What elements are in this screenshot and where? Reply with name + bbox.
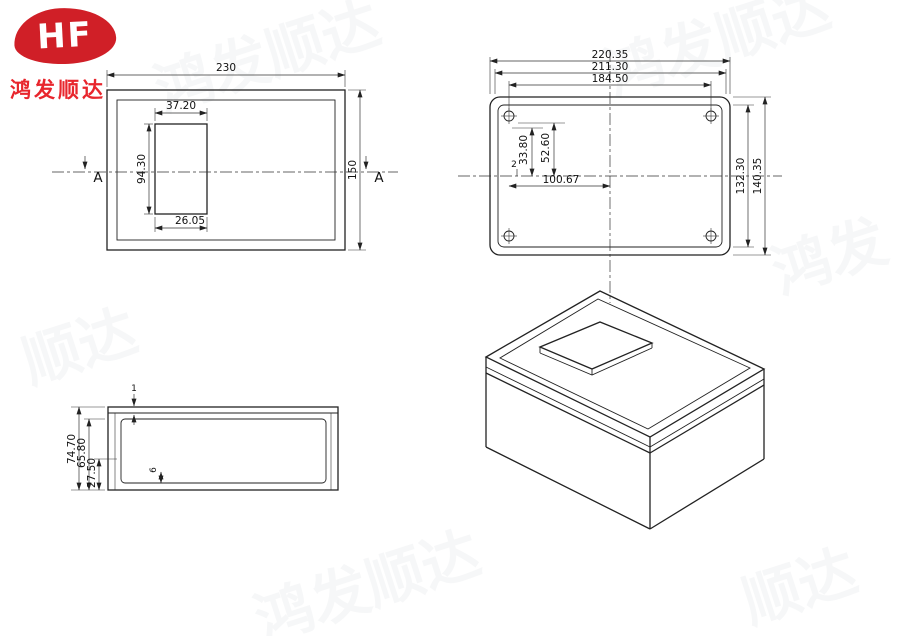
dim-side-step-height: 27.50 (86, 458, 98, 488)
dim-cutout-offset: 26.05 (175, 215, 205, 227)
section-label-right: A (374, 170, 384, 186)
front-view: 230 150 37.20 94.30 26.05 A (52, 62, 398, 251)
dim-back-inner-v2: 52.60 (540, 133, 552, 163)
logo-company-name: 鸿发顺达 (10, 78, 106, 102)
dim-cutout-width: 37.20 (166, 100, 196, 112)
side-section-view: 74.70 65.80 27.50 1 6 (66, 384, 339, 491)
dim-front-height: 150 (347, 160, 359, 180)
dim-side-overall-height: 74.70 (66, 434, 78, 464)
back-view: 220.35 211.30 184.50 132.30 140.35 (458, 49, 782, 303)
dim-front-width: 230 (216, 62, 236, 74)
dim-back-inner-gap: 2 (511, 160, 517, 170)
isometric-view (484, 290, 766, 530)
section-label-left: A (93, 170, 103, 186)
dim-back-inner-width: 100.67 (543, 174, 580, 186)
dim-back-inner-v1: 33.80 (518, 135, 530, 165)
dim-cutout-height: 94.30 (136, 154, 148, 184)
dim-side-inner-height: 65.80 (76, 438, 88, 468)
dim-side-lid-thickness: 1 (131, 384, 137, 394)
dim-side-wall-thickness: 6 (149, 467, 159, 473)
